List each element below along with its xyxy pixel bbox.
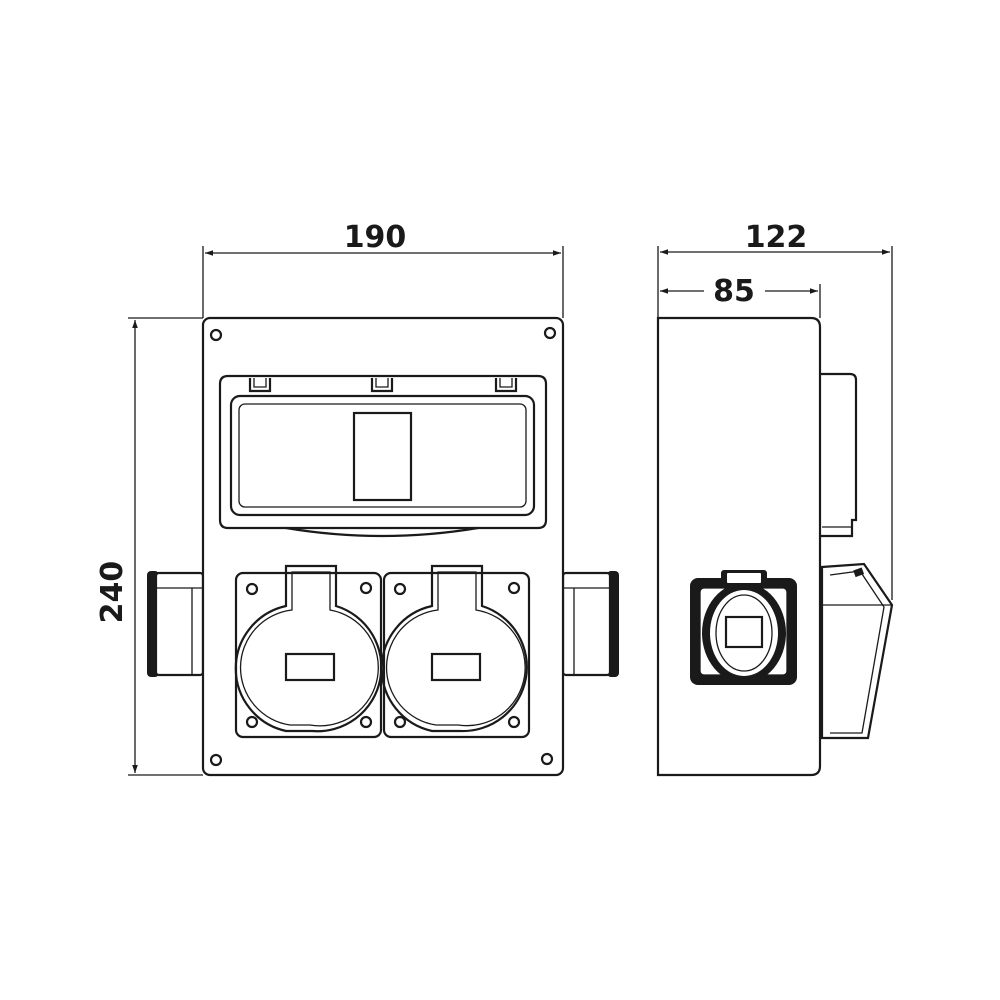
- socket-outlet-right: [380, 564, 531, 739]
- socket-label-plate: [284, 652, 336, 682]
- breaker-window: [218, 374, 548, 538]
- enclosure-screws: [209, 326, 557, 767]
- dimension-label-190: 190: [344, 220, 407, 255]
- enclosure-side: [656, 316, 822, 777]
- breaker-cover-side: [820, 372, 858, 538]
- dimension-height: 240: [95, 317, 203, 776]
- socket-housing-side: [820, 562, 894, 740]
- socket-outlet-left: [234, 564, 383, 739]
- side-cable-gland: [690, 570, 797, 685]
- breaker-switch: [352, 411, 413, 502]
- front-view: [147, 316, 619, 777]
- dimension-depth-total: 122: [657, 220, 893, 600]
- left-cable-gland: [147, 571, 205, 677]
- socket-label-plate: [430, 652, 482, 682]
- dimension-label-240: 240: [95, 561, 130, 624]
- dimension-width-front: 190: [202, 220, 564, 318]
- enclosure-front: [201, 316, 565, 777]
- side-view: [656, 316, 894, 777]
- dimension-depth-body: 85: [660, 274, 821, 318]
- dimension-label-122: 122: [745, 220, 808, 255]
- dimension-label-85: 85: [713, 274, 755, 309]
- right-cable-gland: [561, 571, 619, 677]
